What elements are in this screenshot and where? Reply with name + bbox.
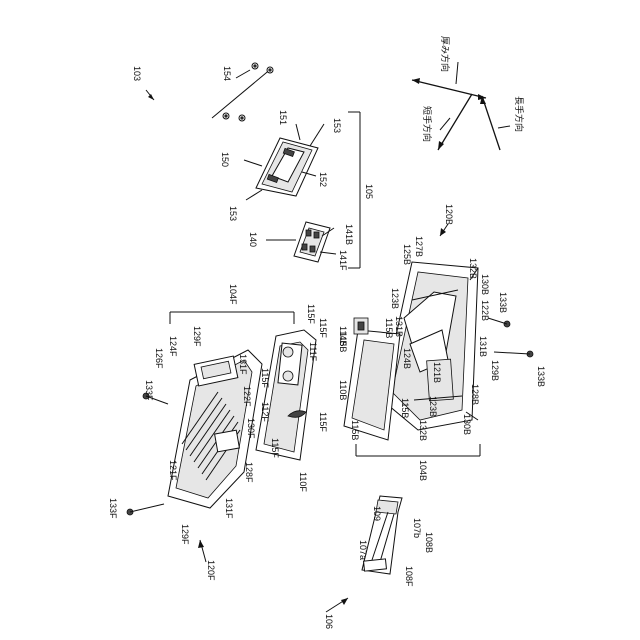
thickness-axis-line — [412, 80, 486, 98]
ref-108F: 108F — [404, 566, 414, 587]
ref-130F: 130F — [246, 418, 256, 439]
leader-line — [236, 70, 250, 78]
ref-123B-top: 123B — [390, 288, 400, 309]
ref-115F-c: 115F — [260, 368, 270, 388]
ref-128F: 128F — [244, 462, 254, 483]
ref-110B: 110B — [338, 380, 348, 400]
thickness-direction-label: 厚み方向 — [439, 36, 451, 72]
ref-104B: 104B — [418, 460, 428, 481]
arrowhead-icon — [412, 78, 420, 84]
ref-115F-b: 115F — [318, 318, 328, 338]
ref-153-top: 153 — [332, 118, 342, 133]
ref-129F-top: 129F — [192, 326, 202, 347]
ref-131B-top: 131B — [394, 316, 404, 337]
ref-123B-bottom: 123B — [428, 396, 438, 417]
ref-105: 105 — [364, 184, 374, 199]
ref-150: 150 — [220, 152, 230, 167]
ref-154: 154 — [222, 66, 232, 81]
ref-115F-e: 115F — [270, 438, 280, 458]
leader-line — [456, 62, 458, 84]
ref-115B-top: 115B — [384, 318, 394, 338]
ref-125B: 125B — [402, 244, 412, 265]
ref-131B-bottom: 131B — [478, 336, 488, 357]
ref-107b: 107b — [412, 518, 422, 538]
ref-122B: 122B — [480, 300, 490, 321]
leader-line — [296, 124, 300, 140]
ref-120F: 120F — [206, 560, 216, 581]
ref-129F-bottom: 129F — [180, 524, 190, 545]
connector-140 — [294, 222, 330, 262]
ref-151: 151 — [278, 110, 288, 125]
leader-line — [440, 118, 450, 130]
ref-129B: 129B — [490, 360, 500, 381]
ref-120B: 120B — [444, 204, 454, 225]
ref-133F-top: 133F — [144, 380, 154, 401]
ref-109: 109 — [372, 506, 382, 521]
leader-line — [320, 252, 336, 254]
ref-126F: 126F — [154, 348, 164, 369]
ref-112F: 112F — [260, 402, 270, 422]
ref-133B-top: 133B — [498, 292, 508, 313]
short-side-axis-line — [438, 94, 472, 150]
ref-132B-top: 132B — [468, 258, 478, 279]
arrowhead-icon — [148, 94, 154, 100]
ref-127B: 127B — [414, 236, 424, 257]
ref-141B: 141B — [344, 224, 354, 245]
leader-line — [310, 124, 324, 146]
ref-152: 152 — [318, 172, 328, 187]
ref-121B: 121B — [432, 362, 442, 383]
ref-124F: 124F — [168, 336, 178, 357]
ref-115B-left: 115B — [350, 420, 360, 440]
ref-115F-a: 115F — [306, 304, 316, 324]
ref-132B-bottom: 132B — [418, 420, 428, 441]
ref-115B-upper: 115B — [338, 332, 348, 352]
ref-140: 140 — [248, 232, 258, 247]
ref-133F-bottom: 133F — [108, 498, 118, 519]
ref-121F: 121F — [168, 460, 178, 481]
ref-131F-bottom: 131F — [224, 498, 234, 519]
ref-115B-mid: 115B — [400, 398, 410, 418]
ref-106: 106 — [324, 614, 334, 629]
cover-150 — [256, 138, 318, 196]
ref-130B-top: 130B — [480, 274, 490, 295]
ref-122F: 122F — [242, 386, 252, 407]
ref-115F-d: 115F — [318, 412, 328, 432]
panel-110F — [256, 330, 316, 460]
ref-104F: 104F — [228, 284, 238, 305]
reference-labels: 103 154 151 153 150 152 153 105 140 141B… — [108, 66, 546, 629]
ref-130B-bottom: 130B — [462, 414, 472, 435]
leader-line — [244, 160, 262, 166]
long-side-axis-line — [482, 96, 500, 150]
long-side-direction-label: 長手方向 — [513, 96, 525, 132]
ref-107a: 107a — [358, 540, 368, 560]
ref-133B-bottom: 133B — [536, 366, 546, 387]
ref-108B: 108B — [424, 532, 434, 553]
leader-line — [246, 190, 262, 200]
ref-131F-top: 131F — [238, 354, 248, 375]
ref-128B: 128B — [470, 384, 480, 405]
ref-141F: 141F — [338, 250, 348, 271]
direction-axes: 厚み方向 短手方向 長手方向 — [412, 36, 525, 150]
screw-row-line — [212, 68, 272, 118]
ref-111F: 111F — [308, 342, 318, 362]
leader-line — [498, 126, 510, 128]
short-side-direction-label: 短手方向 — [421, 106, 433, 142]
ref-110F: 110F — [298, 472, 308, 492]
ref-103: 103 — [132, 66, 142, 81]
ref-124B: 124B — [402, 348, 412, 369]
ref-153-bottom: 153 — [228, 206, 238, 221]
